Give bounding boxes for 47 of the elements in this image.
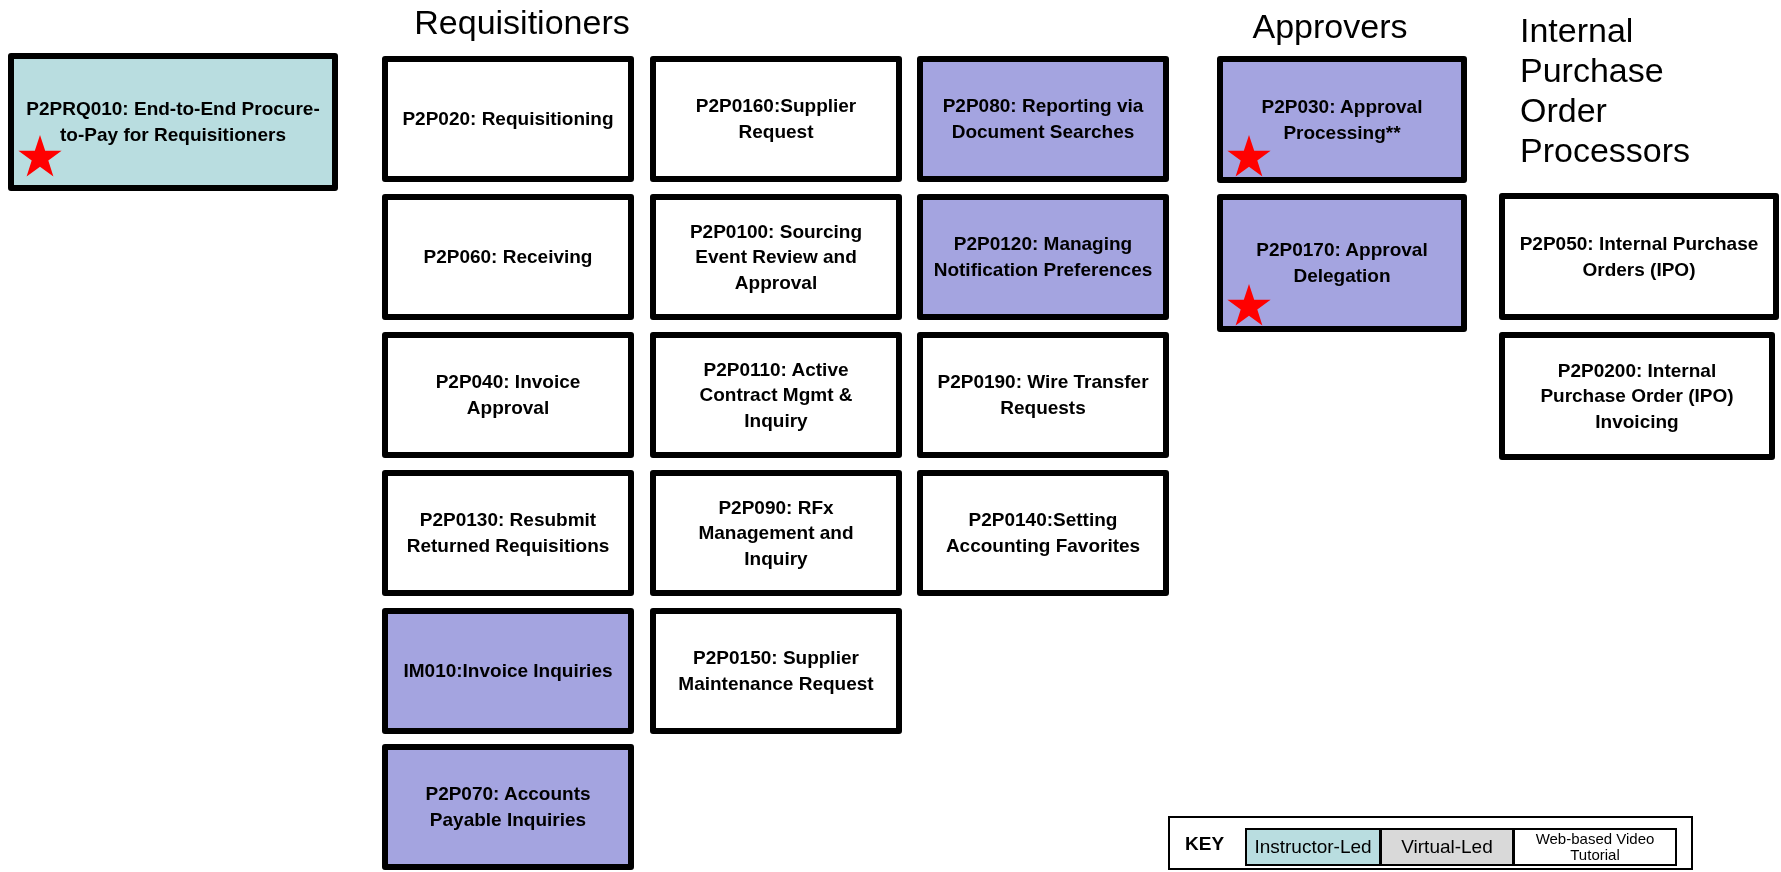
module-title: P2P0110: Active Contract Mgmt & Inquiry bbox=[698, 357, 854, 433]
module-title: P2P0160:Supplier Request bbox=[694, 94, 858, 144]
module-title: P2P0120: Managing Notification Preferences bbox=[933, 232, 1153, 282]
module-box bbox=[382, 194, 634, 320]
group-heading: Internal Purchase Order Processors bbox=[1520, 10, 1692, 171]
module-box bbox=[917, 194, 1169, 320]
module-title: P2P0130: Resubmit Returned Requisitions bbox=[405, 508, 611, 558]
module-title: IM010:Invoice Inquiries bbox=[403, 659, 613, 684]
module-box bbox=[382, 608, 634, 734]
legend-item: Virtual-Led bbox=[1380, 828, 1514, 866]
module-title: P2P070: Accounts Payable Inquiries bbox=[424, 782, 592, 832]
module-title: P2P0150: Supplier Maintenance Request bbox=[677, 646, 875, 696]
module-box bbox=[1499, 332, 1775, 460]
module-box bbox=[650, 194, 902, 320]
legend-item: Instructor-Led bbox=[1245, 828, 1381, 866]
key-label: KEY bbox=[1185, 832, 1226, 856]
module-title: P2P050: Internal Purchase Orders (IPO) bbox=[1518, 231, 1760, 282]
module-title: P2P020: Requisitioning bbox=[402, 107, 614, 132]
module-box bbox=[8, 53, 338, 191]
module-title: P2PRQ010: End-to-End Procure-to-Pay for Requisitioners bbox=[25, 97, 321, 147]
module-box bbox=[917, 470, 1169, 596]
module-box bbox=[650, 608, 902, 734]
module-title: P2P080: Reporting via Document Searches bbox=[941, 94, 1145, 144]
module-title: P2P0200: Internal Purchase Order (IPO) Invoicing bbox=[1539, 358, 1735, 434]
module-box bbox=[382, 470, 634, 596]
module-title: P2P0190: Wire Transfer Requests bbox=[936, 370, 1150, 420]
group-heading: Approvers bbox=[1251, 6, 1409, 47]
module-box bbox=[650, 470, 902, 596]
module-box bbox=[382, 332, 634, 458]
module-title: P2P030: Approval Processing** bbox=[1260, 94, 1424, 145]
module-box bbox=[1217, 56, 1467, 183]
module-box bbox=[382, 744, 634, 870]
module-title: P2P090: RFx Management and Inquiry bbox=[697, 495, 855, 571]
legend-item: Web-based Video Tutorial bbox=[1513, 828, 1677, 866]
module-title: P2P060: Receiving bbox=[423, 245, 593, 270]
group-heading: Requisitioners bbox=[413, 2, 631, 43]
module-box bbox=[917, 56, 1169, 182]
module-title: P2P0170: Approval Delegation bbox=[1255, 238, 1429, 288]
module-title: P2P040: Invoice Approval bbox=[434, 370, 582, 420]
module-box bbox=[382, 56, 634, 182]
module-box bbox=[650, 56, 902, 182]
module-box bbox=[917, 332, 1169, 458]
module-box bbox=[650, 332, 902, 458]
module-box bbox=[1499, 193, 1779, 320]
module-title: P2P0140:Setting Accounting Favorites bbox=[944, 508, 1142, 558]
module-box bbox=[1217, 194, 1467, 332]
module-title: P2P0100: Sourcing Event Review and Approval bbox=[688, 219, 864, 295]
